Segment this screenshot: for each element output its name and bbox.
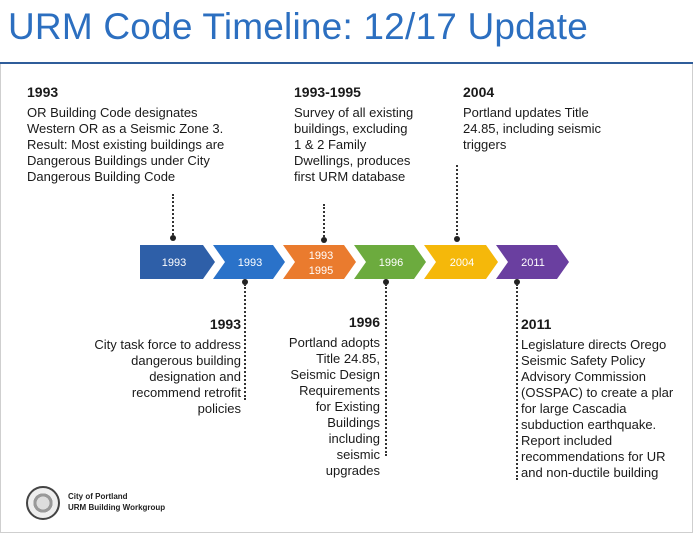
- arrow-label: 1993: [162, 257, 186, 269]
- event-1993-task-force: 1993 City task force to address dangerou…: [40, 316, 241, 417]
- event-text: City task force to address dangerous bui…: [94, 337, 241, 416]
- connector-1993-top: [172, 194, 174, 238]
- event-1993-state-code: 1993 OR Building Code designates Western…: [27, 84, 287, 185]
- footer-credit: City of Portland URM Building Workgroup: [68, 491, 165, 513]
- connector-dot: [454, 236, 460, 242]
- event-text: Portland updates Title 24.85, including …: [463, 105, 602, 152]
- connector-dot: [170, 235, 176, 241]
- arrow-label: 2004: [450, 257, 474, 269]
- footer-line-2: URM Building Workgroup: [68, 503, 166, 512]
- event-text: Portland adopts Title 24.85, Seismic Des…: [288, 335, 380, 478]
- arrow-label: 2011: [521, 257, 545, 269]
- arrow-label-line1: 1993: [309, 250, 333, 262]
- event-year: 2011: [521, 316, 552, 332]
- slide-title: URM Code Timeline: 12/17 Update: [8, 6, 588, 47]
- arrow-label-line2: 1995: [309, 265, 333, 277]
- event-year: 1993-1995: [294, 84, 361, 100]
- connector-dot: [383, 279, 389, 285]
- timeline-arrow-2: 1993: [213, 245, 285, 279]
- connector-1993-1995-top: [323, 204, 325, 240]
- connector-2004-top: [456, 165, 458, 239]
- event-2004-title-update: 2004 Portland updates Title 24.85, inclu…: [463, 84, 643, 153]
- timeline-arrow-4: 1996: [354, 245, 426, 279]
- footer-line-1: City of Portland: [68, 492, 128, 501]
- title-underline: [0, 62, 693, 64]
- event-text: Legislature directs Orego Seismic Safety…: [521, 337, 674, 480]
- timeline-arrow-3: 1993 1995: [283, 245, 356, 279]
- event-text: Survey of all existing buildings, exclud…: [294, 105, 414, 184]
- event-year: 2004: [463, 84, 495, 100]
- event-year: 1996: [348, 314, 380, 330]
- event-2011-osspac: 2011 Legislature directs Orego Seismic S…: [521, 316, 692, 481]
- event-1996-title-adopted: 1996 Portland adopts Title 24.85, Seismi…: [250, 314, 380, 479]
- connector-1996-bottom: [385, 284, 387, 456]
- event-year: 1993: [27, 84, 59, 100]
- title-band: URM Code Timeline: 12/17 Update: [0, 0, 693, 64]
- event-text: OR Building Code designates Western OR a…: [27, 105, 225, 184]
- arrow-label: 1993: [238, 257, 262, 269]
- event-1993-1995-survey: 1993-1995 Survey of all existing buildin…: [294, 84, 444, 185]
- timeline-arrow-6: 2011: [496, 245, 569, 279]
- connector-1993-bottom: [244, 284, 246, 400]
- timeline-arrow-5: 2004: [424, 245, 498, 279]
- timeline-arrow-1: 1993: [140, 245, 215, 279]
- event-year: 1993: [209, 316, 241, 332]
- connector-dot: [321, 237, 327, 243]
- connector-dot: [514, 279, 520, 285]
- connector-dot: [242, 279, 248, 285]
- arrow-label: 1996: [379, 257, 403, 269]
- connector-2011-bottom: [516, 284, 518, 480]
- city-seal-logo: [26, 486, 60, 520]
